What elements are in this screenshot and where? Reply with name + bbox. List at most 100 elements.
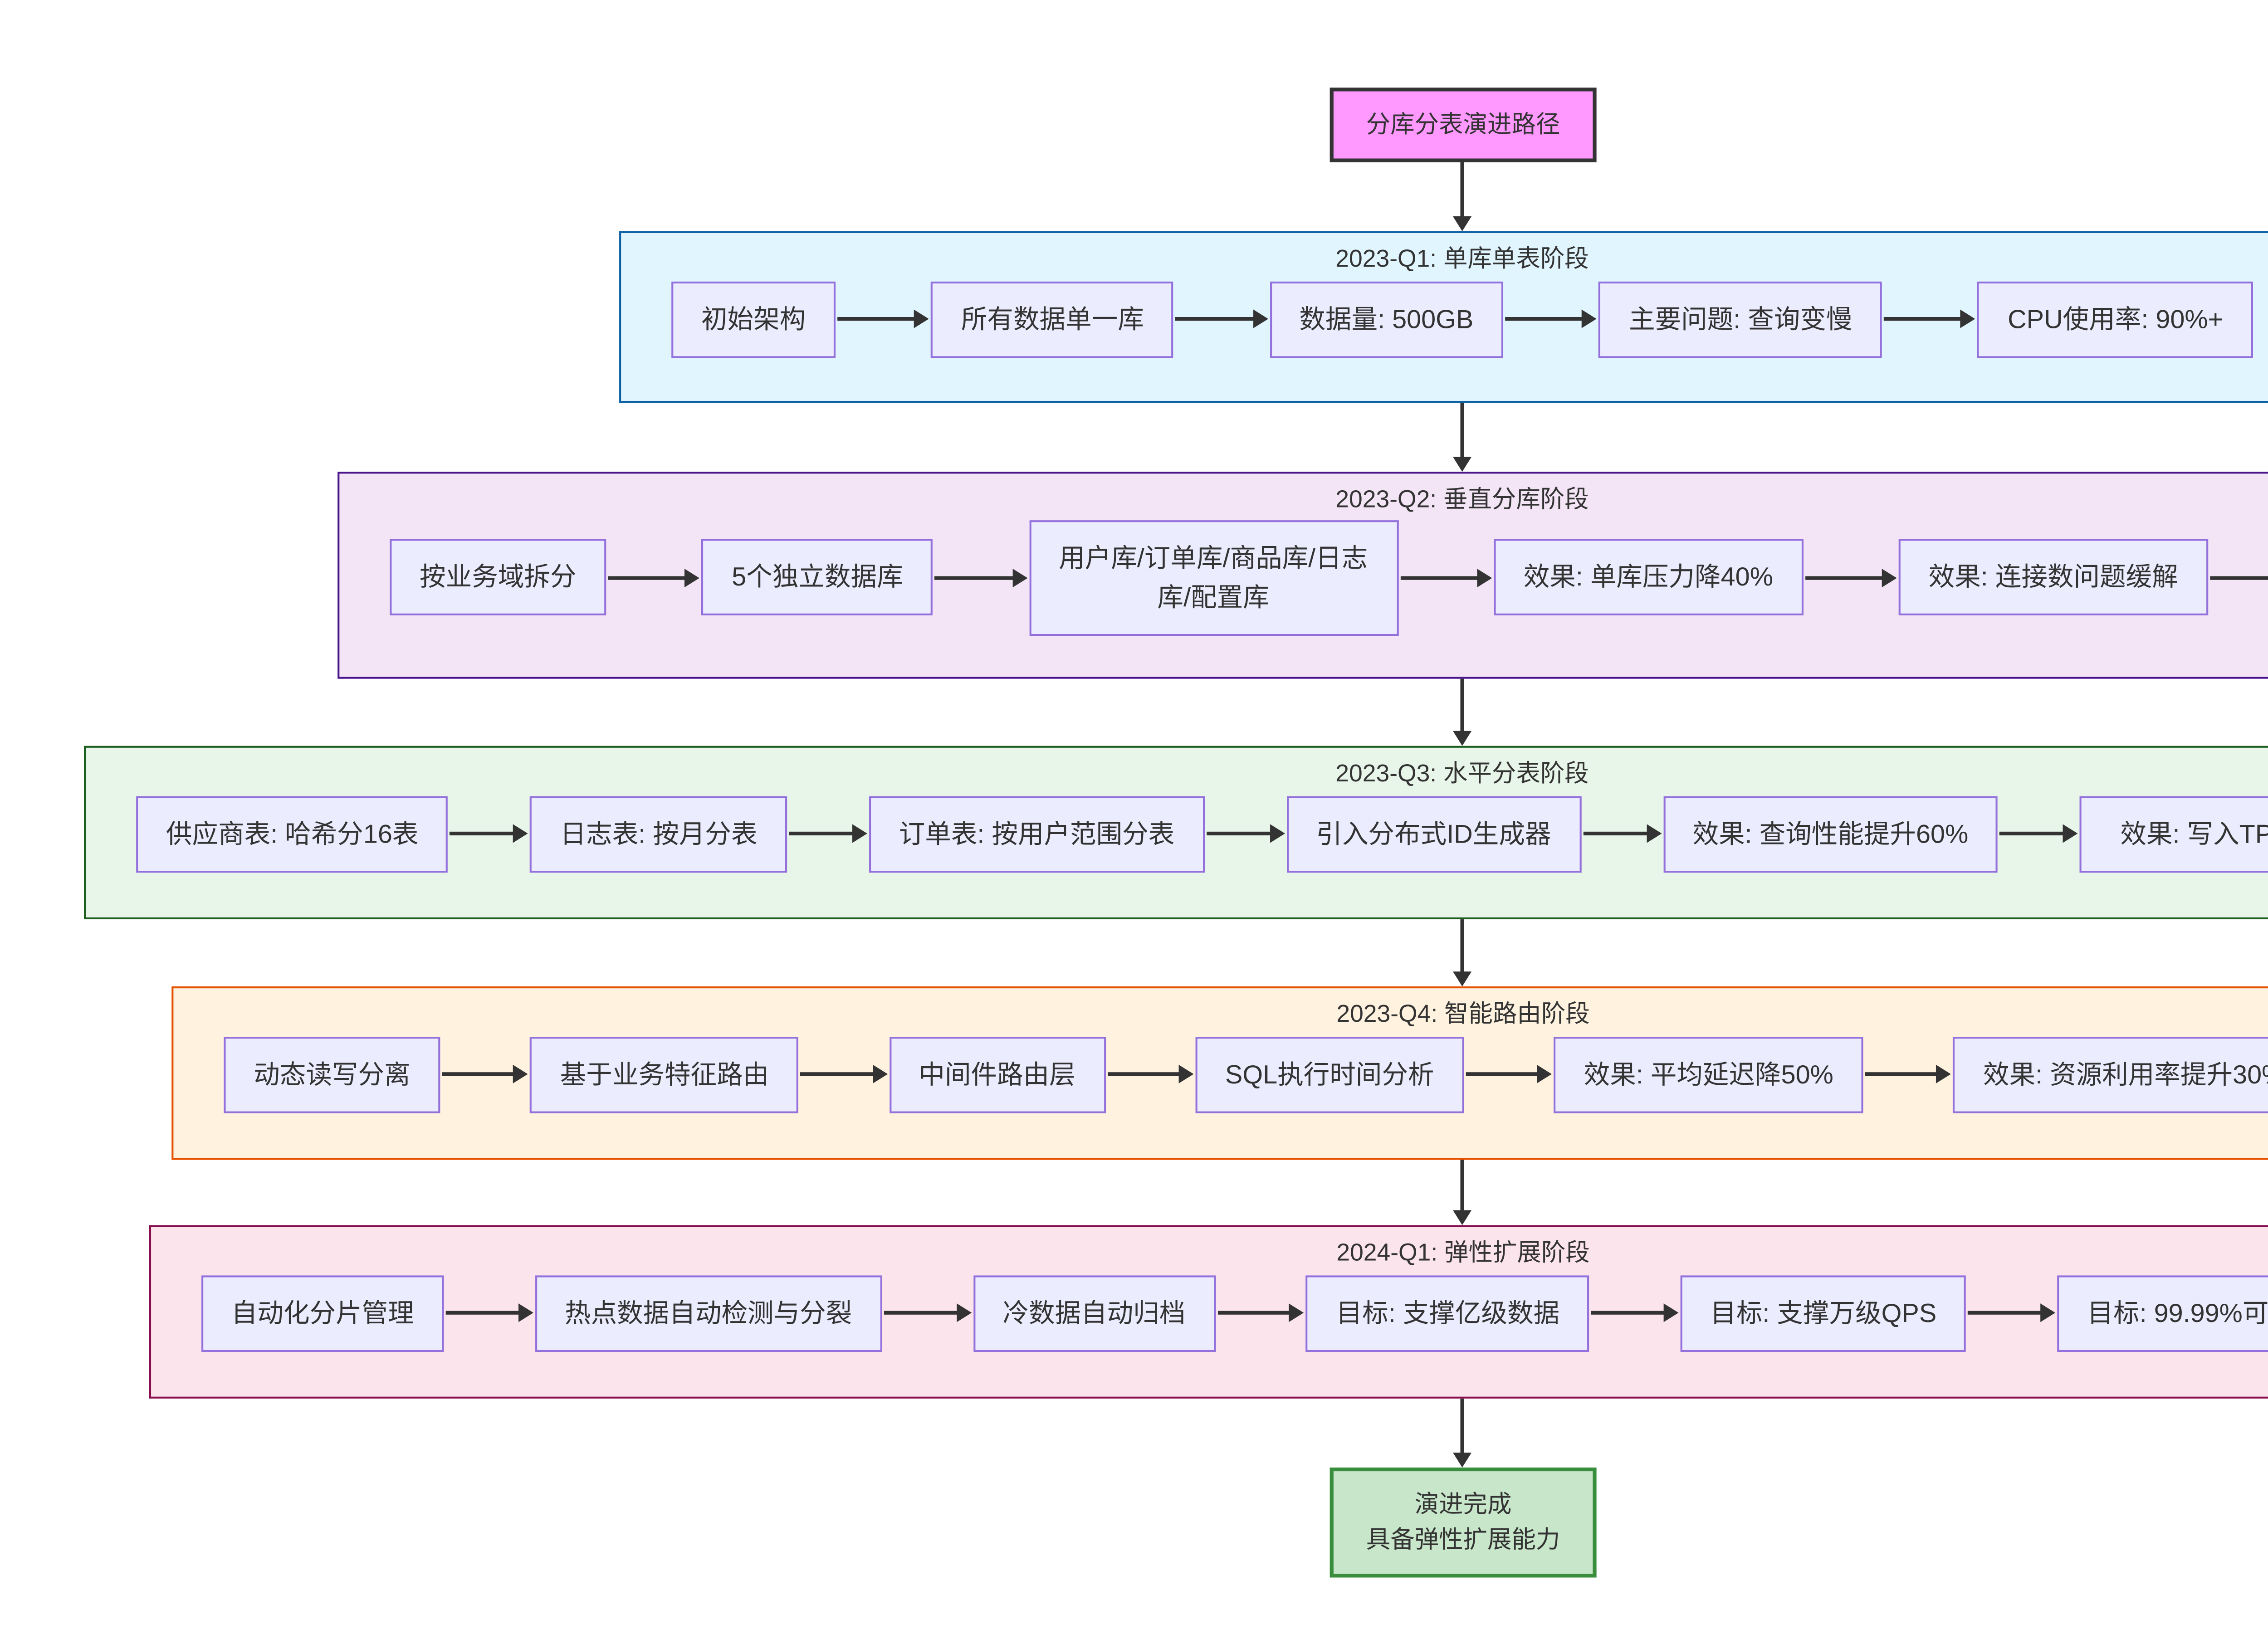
arrow-down-connector [1453, 919, 1472, 987]
flow-node: 目标: 99.99%可用性 [2057, 1274, 2268, 1351]
end-node: 演进完成 具备弹性扩展能力 [1330, 1467, 1597, 1578]
arrow-right-connector [1884, 309, 1976, 328]
arrow-right-connector [1217, 1303, 1305, 1322]
flow-node: 按业务域拆分 [390, 539, 606, 615]
arrow-line [1460, 1160, 1464, 1212]
arrow-head-icon [1252, 309, 1268, 328]
arrow-line [1591, 1311, 1666, 1315]
arrow-right-connector [1466, 1064, 1552, 1083]
arrow-line [1399, 575, 1479, 579]
arrow-line [1460, 403, 1464, 459]
flow-node: 效果: 资源利用率提升30% [1953, 1036, 2268, 1112]
arrow-head-icon [1882, 568, 1897, 587]
flow-node: 基于业务特征路由 [530, 1036, 799, 1112]
arrow-head-icon [1012, 568, 1027, 587]
arrow-line [1505, 317, 1584, 321]
start-node-label: 分库分表演进路径 [1366, 109, 1560, 137]
arrow-line [934, 575, 1014, 579]
arrow-line [1460, 919, 1464, 974]
arrow-line [1460, 162, 1464, 219]
flow-node: 目标: 支撑万级QPS [1680, 1274, 1967, 1351]
flow-node: 所有数据单一库 [931, 280, 1174, 357]
arrow-line [884, 1311, 958, 1315]
stage-2024-q1-elastic-scaling: 2024-Q1: 弹性扩展阶段 自动化分片管理 热点数据自动检测与分裂 冷数据自动归… [149, 1225, 2268, 1399]
stage-label: 2024-Q1: 弹性扩展阶段 [1336, 1238, 1590, 1266]
arrow-right-connector [934, 568, 1027, 587]
flow-node: CPU使用率: 90%+ [1978, 280, 2253, 357]
arrow-line [450, 831, 515, 836]
arrow-line [1583, 831, 1648, 836]
arrow-line [1804, 575, 1884, 579]
flow-node: 用户库/订单库/商品库/日志库/配置库 [1028, 519, 1398, 635]
arrow-head-icon [1453, 1210, 1472, 1225]
arrow-head-icon [1936, 1064, 1952, 1083]
arrow-line [2000, 831, 2065, 836]
flow-node: 订单表: 按用户范围分表 [869, 795, 1205, 872]
stage-label: 2023-Q1: 单库单表阶段 [1335, 244, 1589, 273]
flow-node: SQL执行时间分析 [1195, 1036, 1464, 1112]
arrow-right-connector [837, 309, 929, 328]
flow-node: 动态读写分离 [224, 1036, 440, 1112]
stage-2023-q3-horizontal-sharding: 2023-Q3: 水平分表阶段 供应商表: 哈希分16表日志表: 按月分表订单表… [84, 746, 2268, 920]
flow-node: 目标: 支撑亿级数据 [1306, 1274, 1589, 1351]
arrow-head-icon [1537, 1064, 1552, 1083]
stage-label: 2023-Q3: 水平分表阶段 [1335, 759, 1589, 787]
arrow-line [1968, 1311, 2043, 1315]
flow-node: 热点数据自动检测与分裂 [535, 1274, 882, 1351]
flow-node: 初始架构 [671, 280, 836, 357]
start-node: 分库分表演进路径 [1330, 88, 1597, 162]
arrow-head-icon [1289, 1303, 1305, 1322]
arrow-line [608, 575, 687, 579]
flow-node: 主要问题: 查询变慢 [1599, 280, 1882, 357]
arrow-head-icon [1269, 824, 1285, 843]
arrow-head-icon [513, 1064, 528, 1083]
arrow-line [442, 1072, 516, 1076]
arrow-head-icon [852, 824, 867, 843]
end-node-line1: 演进完成 [1414, 1489, 1512, 1517]
arrow-head-icon [1178, 1064, 1194, 1083]
arrow-head-icon [1453, 971, 1472, 987]
arrow-head-icon [1663, 1303, 1679, 1322]
flow-node: 自动化分片管理 [201, 1274, 444, 1351]
arrow-right-connector [1107, 1064, 1194, 1083]
arrow-line [1175, 317, 1255, 321]
stage-node-row: 供应商表: 哈希分16表日志表: 按月分表订单表: 按用户范围分表引入分布式ID… [86, 795, 2268, 872]
arrow-right-connector [1206, 824, 1285, 843]
arrow-head-icon [1646, 824, 1661, 843]
arrow-line [1217, 1311, 1291, 1315]
arrow-head-icon [1453, 731, 1472, 746]
flow-node: 冷数据自动归档 [973, 1274, 1216, 1351]
arrow-down-connector [1453, 1160, 1472, 1225]
arrow-right-connector [608, 568, 700, 587]
arrow-right-connector [1399, 568, 1492, 587]
arrow-right-connector [1175, 309, 1268, 328]
arrow-right-connector [1865, 1064, 1952, 1083]
arrow-head-icon [513, 824, 528, 843]
arrow-line [837, 317, 917, 321]
stage-label: 2023-Q4: 智能路由阶段 [1336, 999, 1590, 1028]
stage-label: 2023-Q2: 垂直分库阶段 [1335, 485, 1589, 513]
arrow-line [1466, 1072, 1539, 1076]
arrow-right-connector [801, 1064, 887, 1083]
arrow-head-icon [1453, 216, 1472, 231]
arrow-down-connector [1453, 678, 1472, 746]
arrow-line [789, 831, 854, 836]
arrow-down-connector [1453, 162, 1472, 231]
arrow-line [2209, 575, 2268, 579]
arrow-right-connector [1591, 1303, 1679, 1322]
arrow-head-icon [518, 1303, 533, 1322]
flow-node: 效果: 写入TPS提升200% [2080, 795, 2268, 872]
arrow-line [1884, 317, 1963, 321]
arrow-right-connector [1583, 824, 1661, 843]
arrow-right-connector [1804, 568, 1897, 587]
arrow-line [1460, 1398, 1464, 1455]
arrow-right-connector [2209, 568, 2268, 586]
arrow-line [445, 1311, 520, 1315]
